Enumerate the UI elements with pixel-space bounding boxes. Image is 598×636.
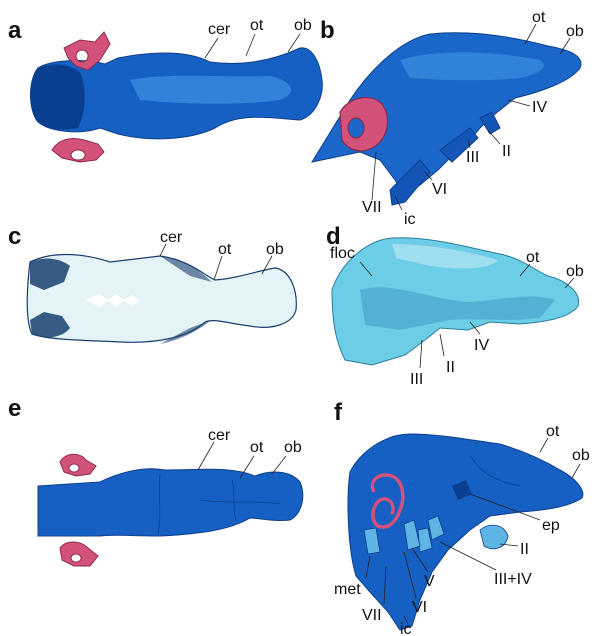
panel-a-ot-leader xyxy=(246,34,255,56)
panel-d: d floc ot ob IV II III xyxy=(326,223,584,388)
panel-b-iv-leader xyxy=(508,100,530,106)
panel-a-label-ot: ot xyxy=(250,17,264,34)
panel-f-label-vi: VI xyxy=(412,599,427,616)
panel-f-label-v: V xyxy=(424,573,435,590)
panel-e-ob-leader xyxy=(272,456,286,474)
panel-f-label-ic: ic xyxy=(400,621,412,636)
panel-d-label-ob: ob xyxy=(566,263,584,280)
panel-f-label-vii: VII xyxy=(362,607,382,624)
panel-b-label-iii: III xyxy=(466,149,479,166)
panel-f-label-iii-iv: III+IV xyxy=(494,571,532,588)
panel-a-letter: a xyxy=(8,17,22,44)
panel-a-highlight xyxy=(130,76,291,104)
panel-f-label-ep: ep xyxy=(542,517,560,534)
panel-b-letter: b xyxy=(320,17,335,44)
panel-f-label-ii: II xyxy=(520,541,529,558)
panel-d-iii-leader xyxy=(420,340,422,368)
panel-f: f ot ob ep II III+IV V VI met VII ic xyxy=(334,399,590,636)
panel-f-label-met: met xyxy=(334,581,361,598)
panel-e-label-ot: ot xyxy=(250,439,264,456)
panel-b-ot-leader xyxy=(525,24,536,44)
panel-b-label-ii: II xyxy=(502,143,511,160)
panel-d-label-iv: IV xyxy=(474,337,489,354)
panel-b-label-vii: VII xyxy=(362,199,382,216)
panel-f-label-ob: ob xyxy=(572,447,590,464)
panel-a-label-ob: ob xyxy=(294,17,312,34)
panel-a-inner-ear-lower xyxy=(52,138,104,162)
panel-b-label-ob: ob xyxy=(566,23,584,40)
panel-a-cerebellar-shadow xyxy=(30,65,85,130)
panel-d-label-floc: floc xyxy=(330,245,355,262)
panel-c-ot-leader xyxy=(214,256,222,280)
panel-e: e cer ot ob xyxy=(8,395,303,566)
panel-b-label-iv: IV xyxy=(532,99,547,116)
panel-b: b ot ob IV II III VI VII ic xyxy=(312,9,584,228)
panel-d-ii-leader xyxy=(440,334,444,356)
panel-b-label-vi: VI xyxy=(432,181,447,198)
panel-e-cer-leader xyxy=(198,442,214,470)
panel-b-vii-leader xyxy=(372,152,376,200)
panel-e-inner-ear-lower xyxy=(60,542,98,566)
panel-b-label-ic: ic xyxy=(404,211,416,228)
panel-c-label-ot: ot xyxy=(218,241,232,258)
panel-c-label-ob: ob xyxy=(266,241,284,258)
panel-d-label-ii: II xyxy=(446,359,455,376)
panel-d-label-iii: III xyxy=(410,371,423,388)
panel-a-label-cer: cer xyxy=(208,21,231,38)
panel-c-label-cer: cer xyxy=(160,229,183,246)
panel-f-nerve-ii xyxy=(480,525,508,549)
panel-c-letter: c xyxy=(8,223,21,250)
panel-d-label-ot: ot xyxy=(526,249,540,266)
panel-f-label-ot: ot xyxy=(546,423,560,440)
panel-a: a cer ot ob xyxy=(8,17,322,162)
panel-e-label-ob: ob xyxy=(284,439,302,456)
panel-a-cer-leader xyxy=(205,38,218,58)
panel-c: c cer ot ob xyxy=(8,223,296,344)
panel-f-letter: f xyxy=(334,399,343,426)
panel-f-ot-leader xyxy=(540,438,548,452)
panel-f-ob-leader xyxy=(572,464,580,478)
panel-e-label-cer: cer xyxy=(208,427,231,444)
panel-b-label-ot: ot xyxy=(532,9,546,26)
panel-e-inner-ear-upper xyxy=(60,454,96,476)
panel-e-letter: e xyxy=(8,395,21,422)
